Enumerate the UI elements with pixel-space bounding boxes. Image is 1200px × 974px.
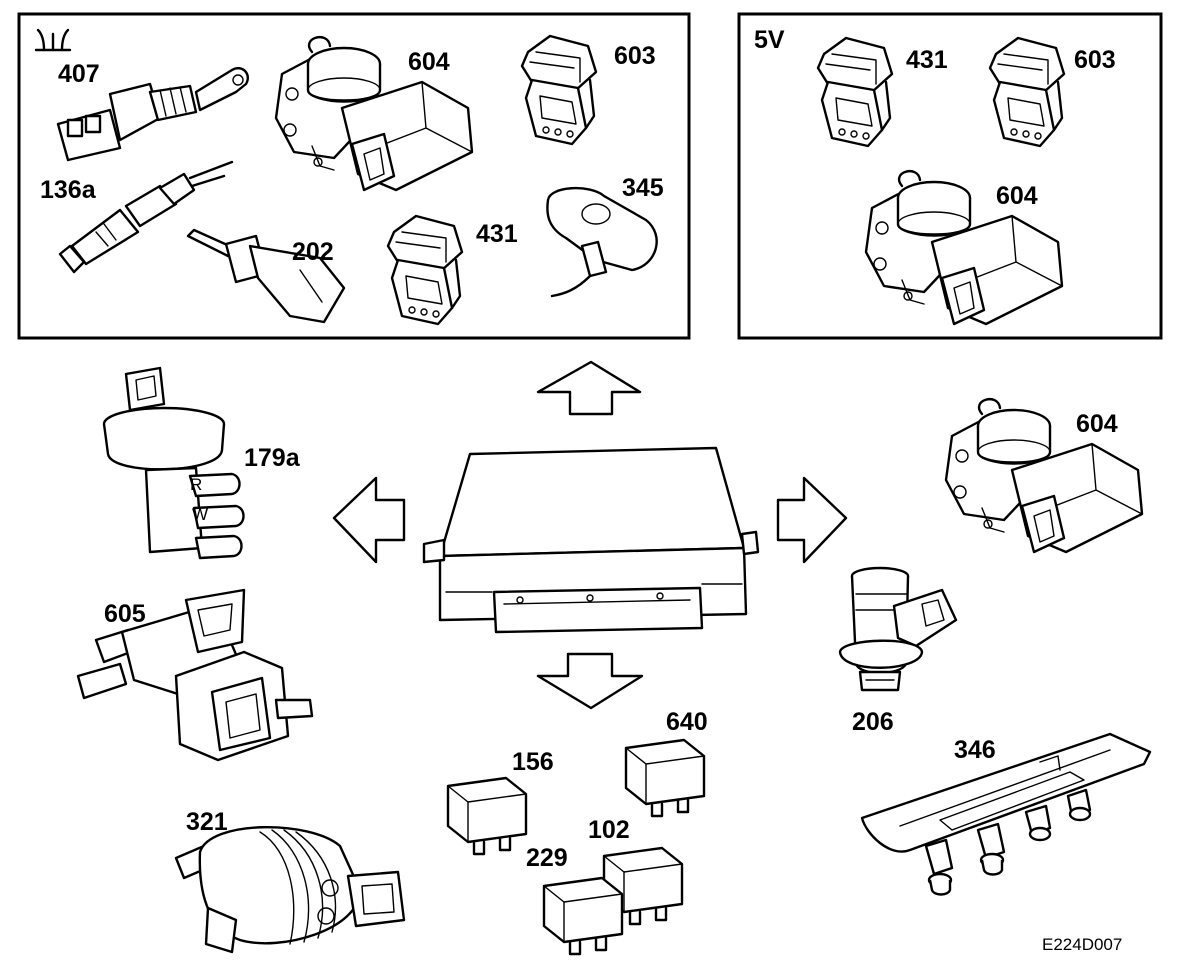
label-321: 321 <box>186 808 228 836</box>
component-603-icon <box>520 34 598 146</box>
label-605: 605 <box>104 600 146 628</box>
label-603: 603 <box>614 42 656 70</box>
component-346-icon <box>860 732 1152 896</box>
component-229-icon <box>542 876 624 956</box>
supply-5v-panel: 5V 431 603 604 <box>737 12 1163 340</box>
label-604: 604 <box>408 48 450 76</box>
component-431-5v-icon <box>816 36 894 148</box>
label-136a: 136a <box>40 176 97 204</box>
component-345-icon <box>546 186 658 298</box>
ground-panel-frame <box>17 12 691 340</box>
ground-symbol-icon <box>34 28 72 52</box>
component-206-icon <box>838 566 958 692</box>
component-321-icon <box>174 826 406 954</box>
svg-text:W: W <box>192 505 208 524</box>
component-605-icon <box>76 588 314 762</box>
component-179a-icon: R W <box>102 366 245 560</box>
svg-text:R: R <box>190 475 202 494</box>
supply-5v-panel-frame <box>737 12 1163 340</box>
label-603-5v: 603 <box>1074 46 1116 74</box>
component-640-icon <box>624 738 706 818</box>
arrow-left-icon <box>332 476 406 564</box>
component-603-5v-icon <box>988 36 1066 148</box>
component-407-icon <box>56 67 249 162</box>
label-206: 206 <box>852 708 894 736</box>
component-202-icon <box>186 228 346 324</box>
label-431-5v: 431 <box>906 46 948 74</box>
label-345: 345 <box>622 174 664 202</box>
arrow-down-icon <box>536 652 644 710</box>
label-407: 407 <box>58 60 100 88</box>
component-431-icon <box>386 214 464 326</box>
label-431: 431 <box>476 220 518 248</box>
label-640: 640 <box>666 708 708 736</box>
arrow-up-icon <box>536 360 642 416</box>
arrow-right-icon <box>776 476 848 564</box>
figure-code: E224D007 <box>1042 935 1122 954</box>
label-346: 346 <box>954 736 996 764</box>
label-156: 156 <box>512 748 554 776</box>
component-136a-icon <box>58 160 234 274</box>
label-604-output: 604 <box>1076 410 1118 438</box>
component-156-icon <box>446 776 528 856</box>
ground-panel: 407 604 603 136a 202 431 <box>17 12 691 340</box>
label-202: 202 <box>292 238 334 266</box>
control-module-icon <box>422 446 760 634</box>
label-604-5v: 604 <box>996 182 1038 210</box>
label-229: 229 <box>526 844 568 872</box>
label-179a: 179a <box>244 444 301 472</box>
label-102: 102 <box>588 816 630 844</box>
panel-title-5v: 5V <box>754 26 785 54</box>
